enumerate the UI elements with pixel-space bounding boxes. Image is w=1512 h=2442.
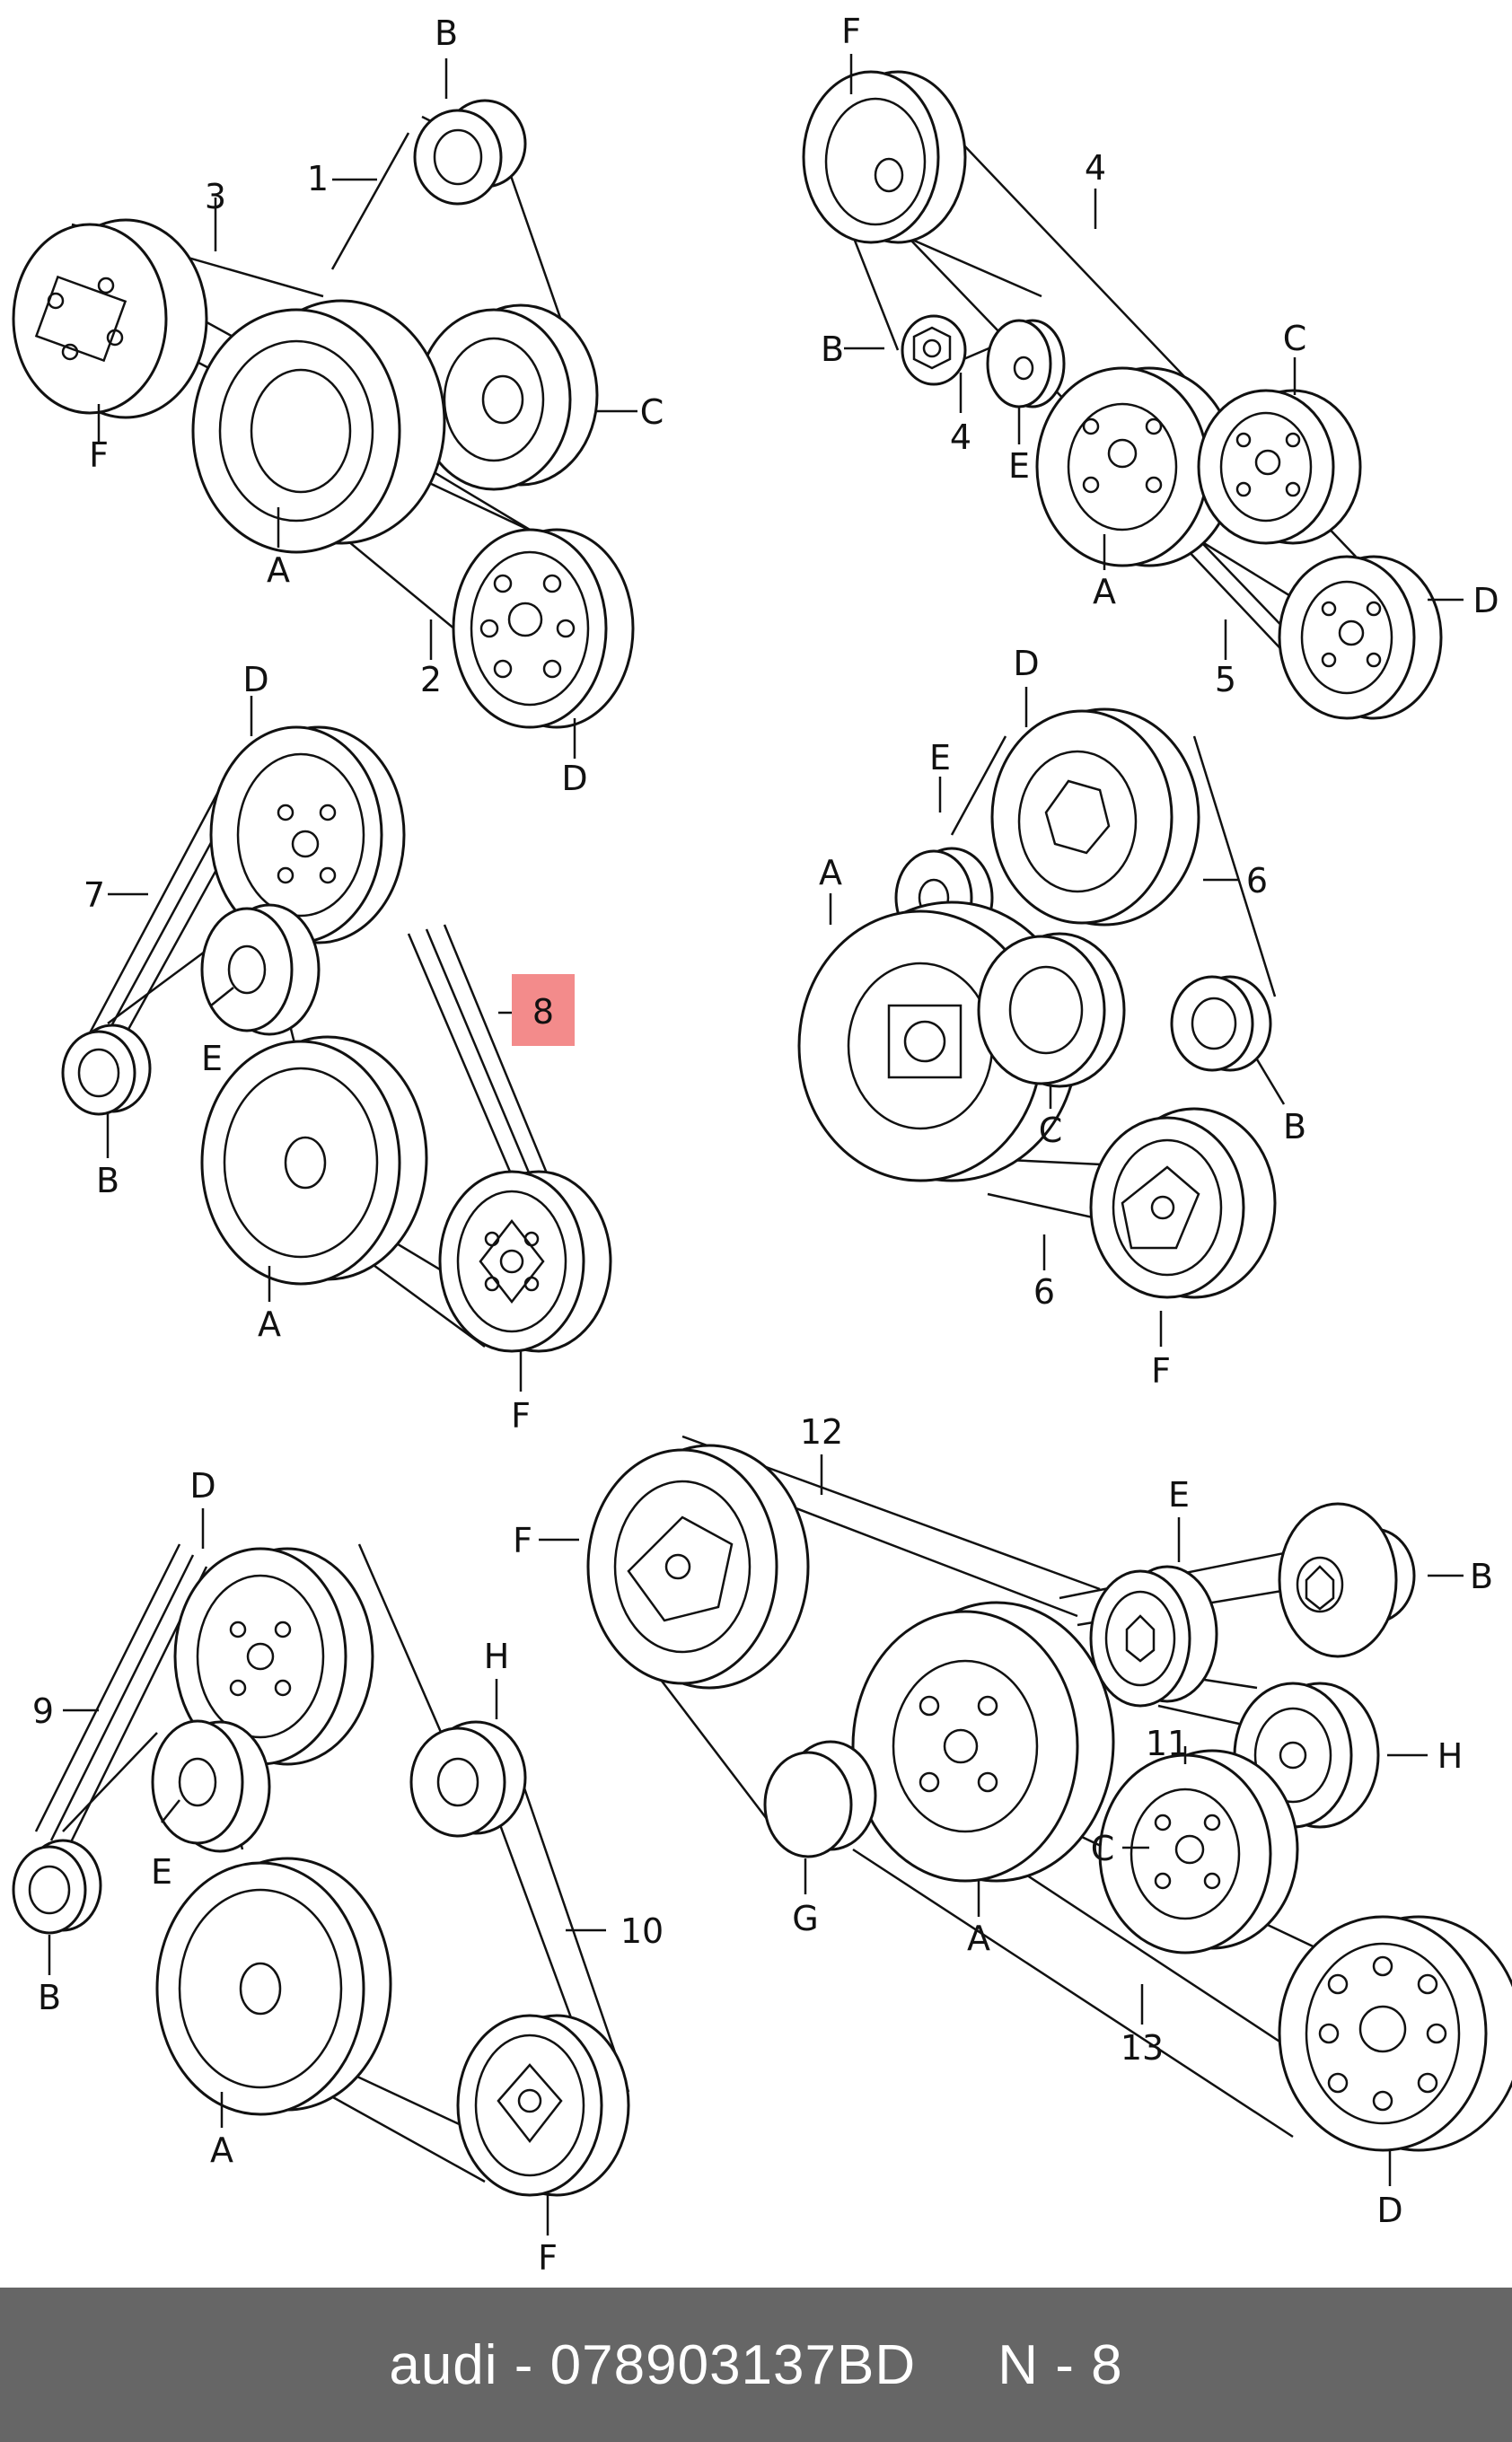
d2-label-4a: 4 <box>1085 148 1106 188</box>
pulley-f <box>1089 1107 1277 1299</box>
pulley-a <box>200 1035 428 1286</box>
d5-label-10: 10 <box>620 1911 664 1951</box>
pulley-e <box>200 903 321 1036</box>
d3-label-d: D <box>242 660 268 699</box>
pulley-b <box>12 1839 102 1935</box>
d2-label-b: B <box>821 329 844 369</box>
pulley-d <box>452 528 635 729</box>
diagram-3: D 7 E B A 8 F <box>61 660 612 1436</box>
pulley-e <box>1089 1565 1218 1708</box>
d1-label-a: A <box>267 550 290 590</box>
d2-label-4b: 4 <box>950 417 971 457</box>
d4-label-a: A <box>819 853 842 892</box>
d3-label-a: A <box>258 1304 281 1344</box>
pulley-d <box>173 1547 374 1766</box>
pulley-e <box>151 1719 271 1853</box>
d6-label-g: G <box>792 1899 818 1938</box>
pulley-c <box>1098 1749 1299 1954</box>
d5-label-9: 9 <box>32 1691 54 1731</box>
d4-label-c: C <box>1039 1111 1063 1150</box>
footer-part-number: 078903137BD <box>549 2333 917 2396</box>
d6-label-13: 13 <box>1121 2028 1164 2068</box>
pulley-f <box>586 1444 810 1690</box>
footer-reference: N - 8 <box>998 2333 1123 2396</box>
d6-label-h: H <box>1437 1736 1464 1776</box>
d6-label-12: 12 <box>800 1412 843 1452</box>
d6-label-d: D <box>1376 2191 1402 2230</box>
pulley-f <box>802 70 967 244</box>
belt-13 <box>646 1660 1375 2139</box>
footer-bar: audi - 078903137BD N - 8 <box>0 2288 1512 2442</box>
d1-label-1: 1 <box>307 159 329 198</box>
d4-label-6a: 6 <box>1246 861 1268 900</box>
d1-label-b: B <box>435 13 458 53</box>
d5-label-e: E <box>151 1852 172 1892</box>
d1-label-f: F <box>89 435 109 475</box>
footer-gap <box>916 2333 998 2397</box>
diagram-5: D 9 H E 10 B A F <box>12 1466 664 2278</box>
pulley-b <box>1278 1502 1416 1658</box>
d4-label-f: F <box>1151 1351 1171 1391</box>
d6-label-a: A <box>967 1919 990 1958</box>
d1-label-3: 3 <box>205 177 226 216</box>
pulley-c <box>977 932 1126 1088</box>
pulley-b <box>1170 975 1272 1072</box>
pulley-d <box>990 707 1200 927</box>
d5-label-b: B <box>38 1978 61 2017</box>
belt-routing-diagram: B 1 3 C F A 2 D <box>12 12 1512 2278</box>
d5-label-a: A <box>210 2130 233 2170</box>
pulley-a <box>191 299 446 554</box>
pulley-h <box>409 1720 527 1838</box>
d6-label-e: E <box>1168 1475 1190 1515</box>
d3-label-b: B <box>96 1161 119 1200</box>
d5-label-f: F <box>538 2238 558 2278</box>
pulley-g <box>763 1740 877 1858</box>
pulley-b <box>901 314 967 386</box>
pulley-f <box>456 2014 630 2197</box>
d1-label-c: C <box>640 392 664 432</box>
d2-label-f: F <box>841 12 861 51</box>
d6-label-f: F <box>513 1521 532 1560</box>
pulley-d <box>1278 555 1443 720</box>
pulley-e <box>986 319 1066 408</box>
highlight-box <box>512 974 575 1046</box>
d1-label-2: 2 <box>420 660 442 699</box>
pulley-b <box>413 99 527 206</box>
d5-label-h: H <box>484 1637 510 1676</box>
diagram-4: D E A 6 B C 6 F <box>797 644 1306 1391</box>
d3-label-e: E <box>201 1039 223 1078</box>
d2-label-e: E <box>1008 446 1030 486</box>
d1-label-d: D <box>561 759 587 798</box>
pulley-a <box>851 1601 1115 1883</box>
d5-label-d: D <box>189 1466 215 1506</box>
d2-label-5: 5 <box>1215 660 1236 699</box>
d3-label-8: 8 <box>532 992 554 1032</box>
footer-separator: - <box>497 2333 550 2396</box>
d2-label-c: C <box>1283 319 1307 358</box>
d4-label-6b: 6 <box>1033 1272 1055 1312</box>
pulley-d <box>1278 1915 1512 2152</box>
d2-label-d: D <box>1472 581 1499 620</box>
pulley-b <box>61 1023 152 1116</box>
pulley-d <box>209 725 406 944</box>
diagram-2: F 4 B 4 E C A D 5 <box>802 12 1499 720</box>
d6-label-11: 11 <box>1146 1724 1189 1763</box>
d4-label-e: E <box>929 738 951 777</box>
belt-12 <box>655 1435 1375 1627</box>
diagram-1: B 1 3 C F A 2 D <box>12 13 664 798</box>
d6-label-b: B <box>1470 1557 1493 1596</box>
pulley-f <box>438 1170 612 1353</box>
d3-label-7: 7 <box>84 875 105 915</box>
pulley-c <box>1197 389 1362 545</box>
pulley-a <box>155 1857 392 2116</box>
pulley-c <box>416 303 599 491</box>
d3-label-f: F <box>511 1396 531 1436</box>
d2-label-a: A <box>1093 572 1116 611</box>
diagram-6: 12 F E B 11 H C G A 13 D <box>513 1412 1512 2230</box>
d6-label-c: C <box>1091 1829 1115 1868</box>
footer-brand: audi <box>389 2333 498 2396</box>
pulley-f <box>12 218 208 419</box>
d4-label-b: B <box>1283 1107 1306 1146</box>
d4-label-d: D <box>1013 644 1039 683</box>
